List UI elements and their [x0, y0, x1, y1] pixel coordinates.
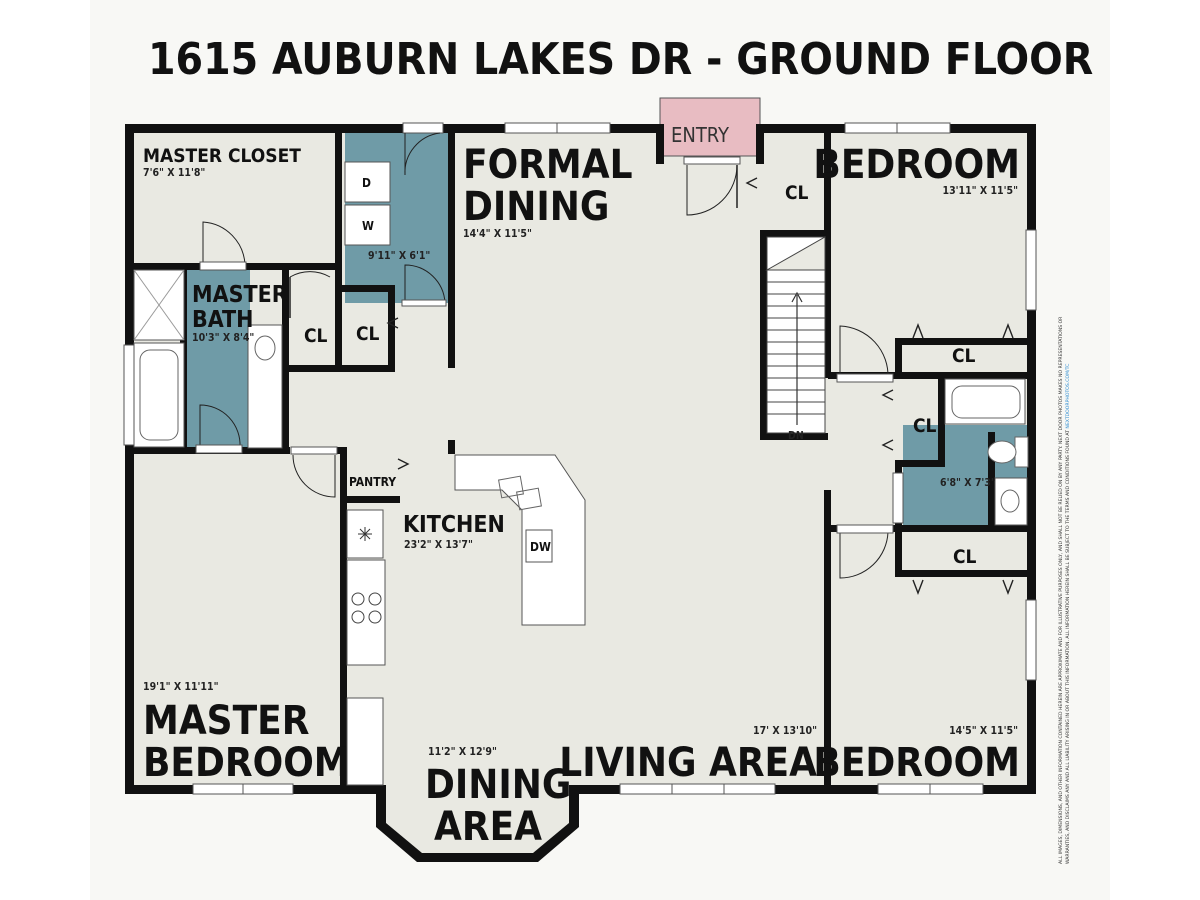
fixtures — [133, 161, 1029, 786]
disclaimer: ALL IMAGES, DIMENSIONS, AND OTHER INFORM… — [1058, 316, 1071, 864]
disclaimer-line-2: WARRANTIES, AND DISCLAIMS ANY AND ALL LI… — [1065, 364, 1071, 864]
bedroom-bottom-dims: 14'5" X 11'5" — [949, 725, 1018, 737]
master-closet-label: MASTER CLOSET — [143, 145, 301, 167]
star-icon — [358, 527, 372, 541]
bedroom-top-dims: 13'11" X 11'5" — [943, 185, 1019, 197]
cl-entry-label: CL — [785, 182, 809, 204]
disclaimer-line-2-text: WARRANTIES, AND DISCLAIMS ANY AND ALL LI… — [1065, 430, 1071, 864]
cl-hall-label: CL — [913, 415, 937, 437]
washer-label: W — [362, 219, 374, 233]
counter-lower — [346, 697, 384, 786]
stairs-label: DN — [788, 430, 804, 442]
master-vanity — [247, 324, 283, 449]
master-closet-dims: 7'6" X 11'8" — [143, 167, 205, 179]
master-bath-label-2: BATH — [192, 307, 253, 333]
entry-label: ENTRY — [671, 123, 730, 147]
kitchen-dims: 23'2" X 13'7" — [404, 539, 473, 551]
master-bath-dims: 10'3" X 8'4" — [192, 332, 254, 344]
cl-bed-bottom-label: CL — [953, 546, 977, 568]
living-area-dims: 17' X 13'10" — [753, 725, 817, 737]
stove-burners — [351, 592, 382, 624]
bedroom-top-label: BEDROOM — [813, 142, 1020, 188]
closet-bifold-marks — [386, 177, 1014, 595]
master-bath — [186, 270, 250, 450]
master-bath-label-1: MASTER — [192, 282, 288, 308]
kitchen-island — [454, 454, 586, 626]
hall-bath-dims: 6'8" X 7'3" — [940, 477, 996, 489]
kitchen-sink — [498, 475, 542, 511]
disclaimer-line-1: ALL IMAGES, DIMENSIONS, AND OTHER INFORM… — [1058, 316, 1064, 864]
formal-dining-label-2: DINING — [463, 184, 609, 230]
cl-laundry-label: CL — [356, 323, 380, 345]
dining-area-label-2: AREA — [434, 804, 542, 850]
dining-area-dims: 11'2" X 12'9" — [428, 746, 497, 758]
staircase — [765, 236, 826, 434]
doors — [195, 132, 904, 579]
windows — [123, 122, 1037, 795]
living-area-label: LIVING AREA — [559, 740, 817, 786]
disclaimer-link[interactable]: NEXTDOORPHOTOS.COM/TC — [1065, 364, 1071, 429]
plan-title: 1615 AUBURN LAKES DR - GROUND FLOOR — [148, 34, 1093, 85]
bedroom-bottom-label: BEDROOM — [813, 740, 1020, 786]
formal-dining-label-1: FORMAL — [463, 142, 633, 188]
kitchen-label: KITCHEN — [403, 512, 505, 538]
dining-area-label-1: DINING — [425, 762, 571, 808]
formal-dining-dims: 14'4" X 11'5" — [463, 228, 532, 240]
washer — [344, 204, 391, 246]
master-bedroom-label-1: MASTER — [143, 698, 309, 744]
master-tub — [133, 342, 185, 448]
master-bedroom-label-2: BEDROOM — [143, 740, 350, 786]
toilet — [987, 436, 1029, 468]
dryer — [344, 161, 391, 203]
pantry-label: PANTRY — [349, 475, 396, 489]
laundry-dims: 9'11" X 6'1" — [368, 250, 430, 262]
cl-bath-label: CL — [304, 325, 328, 347]
hall-vanity — [994, 477, 1028, 526]
room-labels: MASTER CLOSET 7'6" X 11'8" D W 9'11" X 6… — [143, 123, 1020, 850]
dishwasher — [525, 529, 553, 563]
dishwasher-label: DW — [530, 540, 551, 554]
master-bedroom-dims: 19'1" X 11'11" — [143, 681, 219, 693]
dryer-label: D — [362, 176, 371, 190]
cl-bed-top-label: CL — [952, 345, 976, 367]
